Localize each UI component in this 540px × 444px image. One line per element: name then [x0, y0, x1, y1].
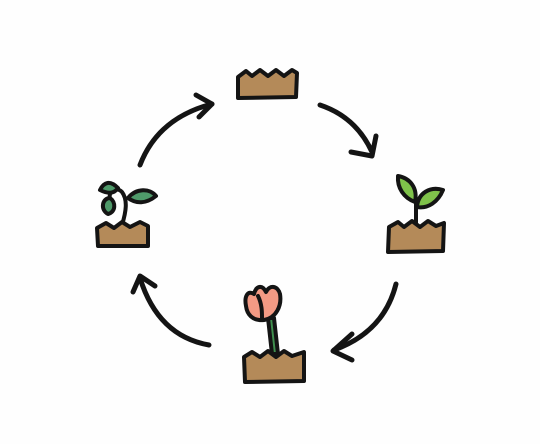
sprout-left-leaf: [395, 174, 418, 204]
soil-patch-icon: [242, 349, 306, 384]
tulip-stem: [266, 316, 280, 356]
stage-tulip: [242, 285, 306, 384]
soil-patch-icon: [95, 220, 150, 248]
arrow-tulip-to-wilted: [130, 273, 212, 348]
arrow-wilted-to-soil: [137, 92, 215, 168]
sprout-right-leaf: [415, 187, 445, 210]
stage-wilted: [95, 181, 158, 248]
soil-patch-icon: [236, 68, 299, 100]
tulip-icon: [243, 285, 283, 323]
wilted-left-leaf: [98, 181, 120, 195]
arrow-sprout-to-tulip: [330, 281, 399, 363]
wilted-right-leaf: [126, 188, 158, 205]
soil-patch-icon: [386, 219, 446, 254]
tulip-petal-line: [256, 294, 264, 320]
stage-soil: [236, 68, 299, 100]
arrow-soil-to-sprout: [317, 102, 379, 159]
stage-sprout: [386, 174, 446, 254]
wilted-plant-icon: [101, 196, 117, 216]
